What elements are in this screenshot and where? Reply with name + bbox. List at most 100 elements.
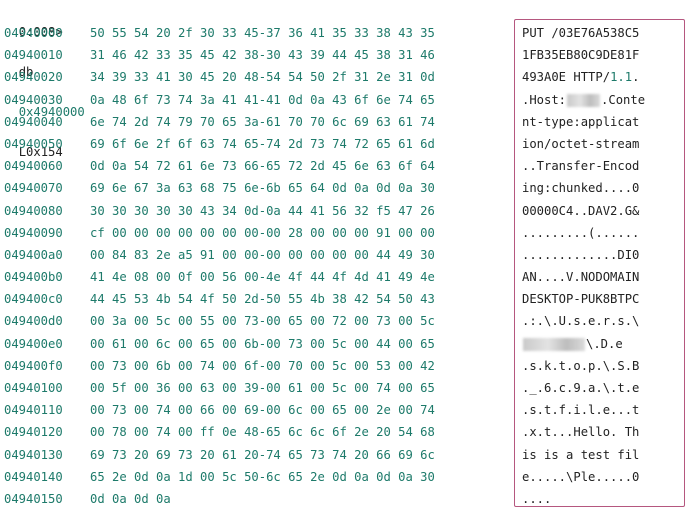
ascii-text: is is a test fil (522, 447, 640, 462)
ascii-text: .:.\.U.s.e.r.s.\ (522, 314, 640, 329)
row-bytes: 41 4e 08 00 0f 00 56 00-4e 4f 44 4f 4d 4… (90, 270, 435, 285)
hex-row: 049400f0 00 73 00 6b 00 74 00 6f-00 70 00… (4, 355, 510, 377)
ascii-line: ._.6.c.9.a.\.t.e (522, 377, 645, 399)
ascii-text: .x.t...Hello. Th (522, 425, 640, 440)
row-address: 04940030 (4, 92, 63, 107)
ascii-line: .s.k.t.o.p.\.S.B (522, 355, 645, 377)
ascii-line: ..Transfer-Encod (522, 155, 645, 177)
row-bytes: 6e 74 2d 74 79 70 65 3a-61 70 70 6c 69 6… (90, 114, 435, 129)
ascii-line: AN....V.NODOMAIN (522, 266, 645, 288)
row-address: 049400a0 (4, 247, 63, 262)
row-bytes: 0d 0a 0d 0a (90, 491, 171, 506)
row-bytes: 69 6e 67 3a 63 68 75 6e-6b 65 64 0d 0a 0… (90, 181, 435, 196)
ascii-line: .........(...... (522, 222, 645, 244)
ascii-column: PUT /03E76A538C5 1FB35EB80C9DE81F 493A0E H… (522, 22, 645, 510)
ascii-line: DESKTOP-PUK8BTPC (522, 288, 645, 310)
hex-row: 049400d0 00 3a 00 5c 00 55 00 73-00 65 00… (4, 310, 510, 332)
row-bytes: 00 3a 00 5c 00 55 00 73-00 65 00 72 00 7… (90, 314, 435, 329)
hex-row: 049400a0 00 84 83 2e a5 91 00 00-00 00 00… (4, 244, 510, 266)
ascii-text: AN....V.NODOMAIN (522, 270, 640, 285)
ascii-line: .............DI0 (522, 244, 645, 266)
row-address: 049400c0 (4, 292, 63, 307)
row-address: 049400f0 (4, 358, 63, 373)
ascii-text: .s.t.f.i.l.e...t (522, 403, 640, 418)
ascii-text: .s.k.t.o.p.\.S.B (522, 358, 640, 373)
row-bytes: 00 78 00 74 00 ff 0e 48-65 6c 6c 6f 2e 2… (90, 425, 435, 440)
hex-row: 04940030 0a 48 6f 73 74 3a 41 41-41 0d 0a… (4, 89, 510, 111)
row-address: 04940040 (4, 114, 63, 129)
row-bytes: 31 46 42 33 35 45 42 38-30 43 39 44 45 3… (90, 48, 435, 63)
ascii-text: 1FB35EB80C9DE81F (522, 48, 640, 63)
hex-row: 04940070 69 6e 67 3a 63 68 75 6e-6b 65 64… (4, 177, 510, 199)
ascii-text-tail: . (632, 70, 640, 85)
hex-row: 049400c0 44 45 53 4b 54 4f 50 2d-50 55 4b… (4, 288, 510, 310)
ascii-text: 00000C4..DAV2.G& (522, 203, 640, 218)
ascii-text: ._.6.c.9.a.\.t.e (522, 381, 640, 395)
row-bytes: 69 73 20 69 73 20 61 20-74 65 73 74 20 6… (90, 447, 435, 462)
hex-row: 04940090 cf 00 00 00 00 00 00 00-00 28 00… (4, 222, 510, 244)
row-bytes: 30 30 30 30 30 43 34 0d-0a 44 41 56 32 f… (90, 203, 435, 218)
ascii-text: e.....\Ple.....0 (522, 469, 640, 484)
hex-row: 04940130 69 73 20 69 73 20 61 20-74 65 73… (4, 444, 510, 466)
ascii-text: .............DI0 (522, 247, 640, 262)
row-address: 04940020 (4, 70, 63, 85)
ascii-line: .Host: .Conte (522, 89, 645, 111)
row-bytes: 44 45 53 4b 54 4f 50 2d-50 55 4b 38 42 5… (90, 292, 435, 307)
row-address: 04940050 (4, 136, 63, 151)
command-length: L0x154 (18, 145, 63, 159)
ascii-text: ..Transfer-Encod (522, 159, 640, 174)
hex-row: 049400e0 00 61 00 6c 00 65 00 6b-00 73 00… (4, 333, 510, 355)
row-bytes: 0a 48 6f 73 74 3a 41 41-41 0d 0a 43 6f 6… (90, 92, 435, 107)
ascii-line: \.D.e (522, 333, 645, 355)
ascii-text: ion/octet-stream (522, 136, 640, 151)
ascii-text: 493A0E HTTP/ (522, 70, 611, 85)
row-address: 04940140 (4, 469, 63, 484)
row-address: 04940110 (4, 403, 63, 418)
debugger-prompt: 0:008> (18, 25, 63, 39)
ascii-text-tail: .Conte (601, 92, 646, 107)
row-bytes: 69 6f 6e 2f 6f 63 74 65-74 2d 73 74 72 6… (90, 136, 435, 151)
ascii-text: ing:chunked....0 (522, 181, 640, 196)
ascii-line: .s.t.f.i.l.e...t (522, 399, 645, 421)
row-address: 04940100 (4, 381, 63, 395)
row-bytes: 00 61 00 6c 00 65 00 6b-00 73 00 5c 00 4… (90, 336, 435, 351)
row-address: 04940070 (4, 181, 63, 196)
ascii-line: e.....\Ple.....0 (522, 466, 645, 488)
row-address: 049400d0 (4, 314, 63, 329)
row-bytes: 65 2e 0d 0a 1d 00 5c 50-6c 65 2e 0d 0a 0… (90, 469, 435, 484)
hex-row: 04940100 00 5f 00 36 00 63 00 39-00 61 00… (4, 377, 510, 399)
redacted-hostname (567, 93, 601, 107)
redacted-username (523, 337, 585, 351)
command-name: db (18, 65, 34, 79)
ascii-text: .... (522, 491, 552, 506)
row-address: 04940090 (4, 225, 63, 240)
ascii-text: DESKTOP-PUK8BTPC (522, 292, 640, 307)
ascii-line: ing:chunked....0 (522, 177, 645, 199)
ascii-line: .:.\.U.s.e.r.s.\ (522, 310, 645, 332)
row-address: 049400e0 (4, 336, 63, 351)
ascii-line: PUT /03E76A538C5 (522, 22, 645, 44)
row-bytes: 00 84 83 2e a5 91 00 00-00 00 00 00 00 4… (90, 247, 435, 262)
ascii-text-tail: \.D.e (586, 336, 623, 351)
ascii-line: 493A0E HTTP/1.1. (522, 66, 645, 88)
row-bytes: 00 5f 00 36 00 63 00 39-00 61 00 5c 00 7… (90, 381, 435, 395)
ascii-text: nt-type:applicat (522, 114, 640, 129)
row-bytes: 00 73 00 6b 00 74 00 6f-00 70 00 5c 00 5… (90, 358, 435, 373)
ascii-text: .Host: (522, 92, 567, 107)
hex-row: 04940140 65 2e 0d 0a 1d 00 5c 50-6c 65 2e… (4, 466, 510, 488)
ascii-text: PUT /03E76A538C5 (522, 26, 640, 40)
row-bytes: 00 73 00 74 00 66 00 69-00 6c 00 65 00 2… (90, 403, 435, 418)
ascii-highlight-text: 1.1 (610, 70, 633, 85)
row-address: 04940130 (4, 447, 63, 462)
row-bytes: cf 00 00 00 00 00 00 00-00 28 00 00 00 9… (90, 225, 435, 240)
command-line[interactable]: 0:008> db 0x4940000 L0x154 (4, 2, 85, 159)
ascii-line: .... (522, 488, 645, 510)
